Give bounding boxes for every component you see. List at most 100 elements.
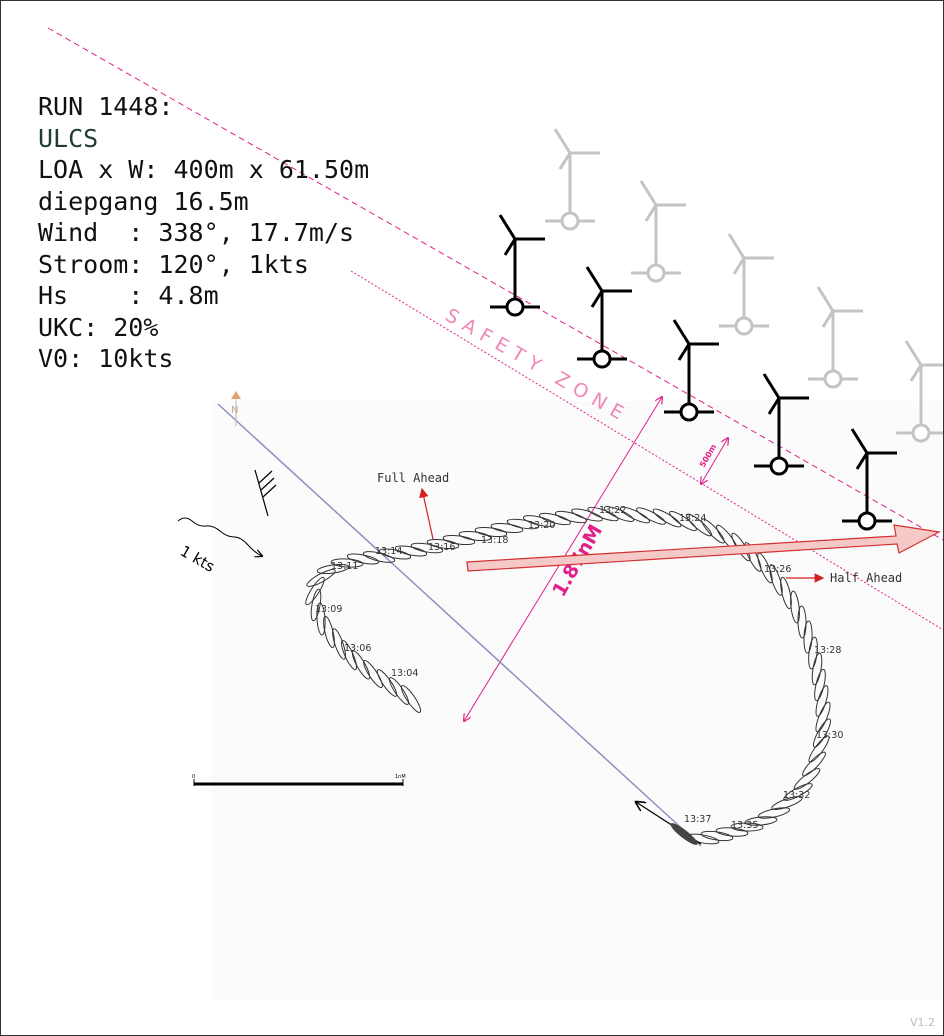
- under-keel-clearance: UKC: 20%: [38, 312, 159, 342]
- ship-outline: [490, 522, 524, 534]
- ship-outline: [619, 506, 651, 524]
- ship-outline: [458, 530, 492, 542]
- ship-outline: [808, 636, 818, 670]
- ship-outline: [812, 718, 832, 748]
- half-ahead-label: Half Ahead: [830, 571, 902, 585]
- zone-width-label: 500m: [698, 443, 718, 469]
- ship-outline: [362, 551, 396, 563]
- wind-condition: Wind : 338°, 17.7m/s: [38, 218, 355, 247]
- current-arrow-icon: 1 kts: [177, 517, 262, 576]
- safety-zone-line-upper: [47, 27, 943, 541]
- ship-outline: [771, 796, 803, 810]
- ship-outline: [388, 677, 410, 705]
- svg-text:N: N: [231, 405, 238, 416]
- ship-outline: [700, 830, 734, 842]
- ship-outline: [757, 807, 791, 819]
- zone-width-dimension: [701, 438, 728, 484]
- ship-outline: [400, 685, 422, 713]
- time-label: 13:04: [391, 668, 418, 679]
- ship-outline: [652, 508, 682, 528]
- wind-turbine-icon: [719, 233, 774, 336]
- ship-outline: [330, 558, 364, 568]
- ship-outline: [811, 652, 823, 686]
- time-label: 13:18: [481, 535, 508, 546]
- full-ahead-label: Full Ahead: [377, 471, 449, 485]
- ship-outline: [669, 510, 697, 532]
- ship-outline: [305, 576, 325, 606]
- time-label: 13:30: [816, 730, 843, 741]
- ship-positions: [305, 506, 832, 845]
- ship-outline: [780, 576, 792, 610]
- ship-outline: [426, 538, 460, 550]
- run-parameters: RUN 1448: ULCS LOA x W: 400m x 61.50m di…: [38, 91, 369, 375]
- ship-outline: [803, 620, 813, 654]
- ship-outline: [474, 526, 508, 538]
- ship-outline: [797, 605, 807, 639]
- wind-barb-icon: [254, 469, 277, 517]
- current-condition: Stroom: 120°, 1kts: [38, 249, 309, 279]
- ship-outline: [802, 751, 826, 777]
- ship-type: ULCS: [38, 123, 99, 153]
- wind-turbine-icon: [664, 319, 719, 422]
- ship-outline: [522, 515, 556, 527]
- time-label: 13:09: [315, 604, 342, 615]
- turbines-inactive: [545, 128, 943, 443]
- wind-turbine-icon: [577, 266, 632, 369]
- ship-outline: [332, 628, 346, 660]
- final-ship-position: [670, 823, 698, 845]
- time-label: 13:24: [679, 513, 706, 524]
- time-label: 13:11: [331, 561, 358, 572]
- ship-outline: [378, 548, 412, 560]
- wind-turbine-icon: [490, 214, 545, 317]
- wind-turbine-icon: [545, 128, 600, 231]
- turbines-active: [490, 214, 897, 531]
- ship-outline: [539, 512, 571, 526]
- ship-outline: [306, 569, 336, 587]
- north-arrow-icon: N: [231, 391, 241, 426]
- ship-outline: [814, 668, 826, 702]
- ship-outline: [442, 534, 476, 546]
- ship-outline: [587, 506, 619, 522]
- current-speed-label: 1 kts: [177, 542, 218, 576]
- wave-height: Hs : 4.8m: [38, 281, 219, 310]
- ship-outline: [815, 685, 829, 717]
- ship-outline: [808, 735, 830, 763]
- course-arrow: [466, 524, 941, 572]
- ship-outline: [815, 701, 831, 733]
- ship-outline: [636, 507, 666, 525]
- ship-outline: [555, 510, 587, 524]
- time-label: 13:28: [814, 645, 841, 656]
- ship-outline: [769, 564, 783, 596]
- time-labels: 13:04 13:06 13:09 13:11 13:14 13:16 13:1…: [315, 505, 843, 831]
- scale-bar: 0 1nM: [192, 774, 406, 786]
- ship-dimensions: LOA x W: 400m x 61.50m: [38, 155, 370, 184]
- time-label: 13:20: [528, 520, 555, 531]
- time-label: 13:26: [764, 564, 791, 575]
- wind-turbine-icon: [754, 373, 809, 476]
- ship-outline: [701, 518, 725, 544]
- ship-draught: diepgang 16.5m: [38, 186, 249, 216]
- wind-turbine-icon: [631, 180, 686, 283]
- time-label: 13:35: [731, 820, 758, 831]
- wind-turbine-icon: [808, 286, 863, 389]
- wind-turbine-icon: [842, 428, 897, 531]
- ship-outline: [571, 508, 603, 522]
- time-label: 13:22: [599, 505, 626, 516]
- initial-speed: V0: 10kts: [38, 344, 174, 373]
- ship-outline: [506, 518, 540, 530]
- time-label: 13:32: [783, 790, 810, 801]
- ship-outline: [744, 542, 762, 572]
- wind-turbine-icon: [896, 340, 943, 443]
- ship-outline: [730, 822, 764, 832]
- ship-outline: [603, 506, 635, 522]
- time-label: 13:06: [344, 643, 371, 654]
- ship-outline: [351, 650, 371, 680]
- ship-outline: [410, 542, 444, 554]
- approach-track-line: [217, 403, 702, 847]
- time-label: 13:37: [684, 814, 711, 825]
- version-label: V1.2: [909, 1016, 935, 1029]
- time-label: 13:14: [375, 546, 402, 557]
- full-ahead-arrow: [419, 487, 434, 540]
